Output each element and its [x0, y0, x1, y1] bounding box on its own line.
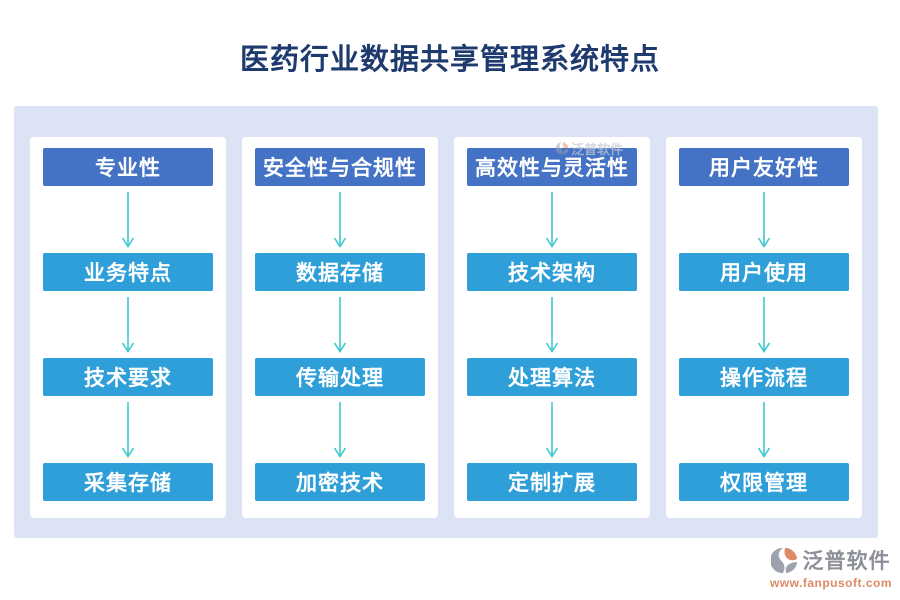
feature-header-1: 专业性: [43, 148, 213, 186]
fanpu-logo: 泛普软件 www.fanpusoft.com: [770, 545, 892, 590]
feature-card-1: 专业性 业务特点 技术要求 采集存储: [30, 137, 226, 518]
feature-item: 权限管理: [679, 463, 849, 501]
feature-item: 传输处理: [255, 358, 425, 396]
down-arrow-icon: [467, 396, 637, 463]
feature-item: 数据存储: [255, 253, 425, 291]
feature-item: 用户使用: [679, 253, 849, 291]
logo-url: www.fanpusoft.com: [769, 576, 892, 590]
down-arrow-icon: [43, 186, 213, 253]
feature-item: 技术要求: [43, 358, 213, 396]
feature-item: 采集存储: [43, 463, 213, 501]
down-arrow-icon: [679, 186, 849, 253]
down-arrow-icon: [467, 291, 637, 358]
feature-item: 操作流程: [679, 358, 849, 396]
page-title: 医药行业数据共享管理系统特点: [239, 44, 660, 76]
down-arrow-icon: [43, 396, 213, 463]
feature-header-4: 用户友好性: [679, 148, 849, 186]
feature-item: 处理算法: [467, 358, 637, 396]
feature-item: 业务特点: [43, 253, 213, 291]
feature-card-2: 安全性与合规性 数据存储 传输处理 加密技术: [242, 137, 438, 518]
logo-name: 泛普软件: [802, 550, 891, 573]
down-arrow-icon: [43, 291, 213, 358]
feature-card-4: 用户友好性 用户使用 操作流程 权限管理: [666, 137, 862, 518]
feature-item: 定制扩展: [467, 463, 637, 501]
fanpu-logo-icon: [771, 547, 798, 573]
feature-header-2: 安全性与合规性: [255, 148, 425, 186]
feature-item: 技术架构: [467, 253, 637, 291]
down-arrow-icon: [255, 291, 425, 358]
down-arrow-icon: [255, 186, 425, 253]
down-arrow-icon: [679, 291, 849, 358]
feature-card-3: 高效性与灵活性 技术架构 处理算法 定制扩展: [454, 137, 650, 518]
down-arrow-icon: [679, 396, 849, 463]
feature-header-3: 高效性与灵活性: [467, 148, 637, 186]
diagram-panel: 专业性 业务特点 技术要求 采集存储 安全性与合规性 数据存储 传输处理 加密技…: [14, 106, 878, 538]
feature-item: 加密技术: [255, 463, 425, 501]
down-arrow-icon: [467, 186, 637, 253]
down-arrow-icon: [255, 396, 425, 463]
